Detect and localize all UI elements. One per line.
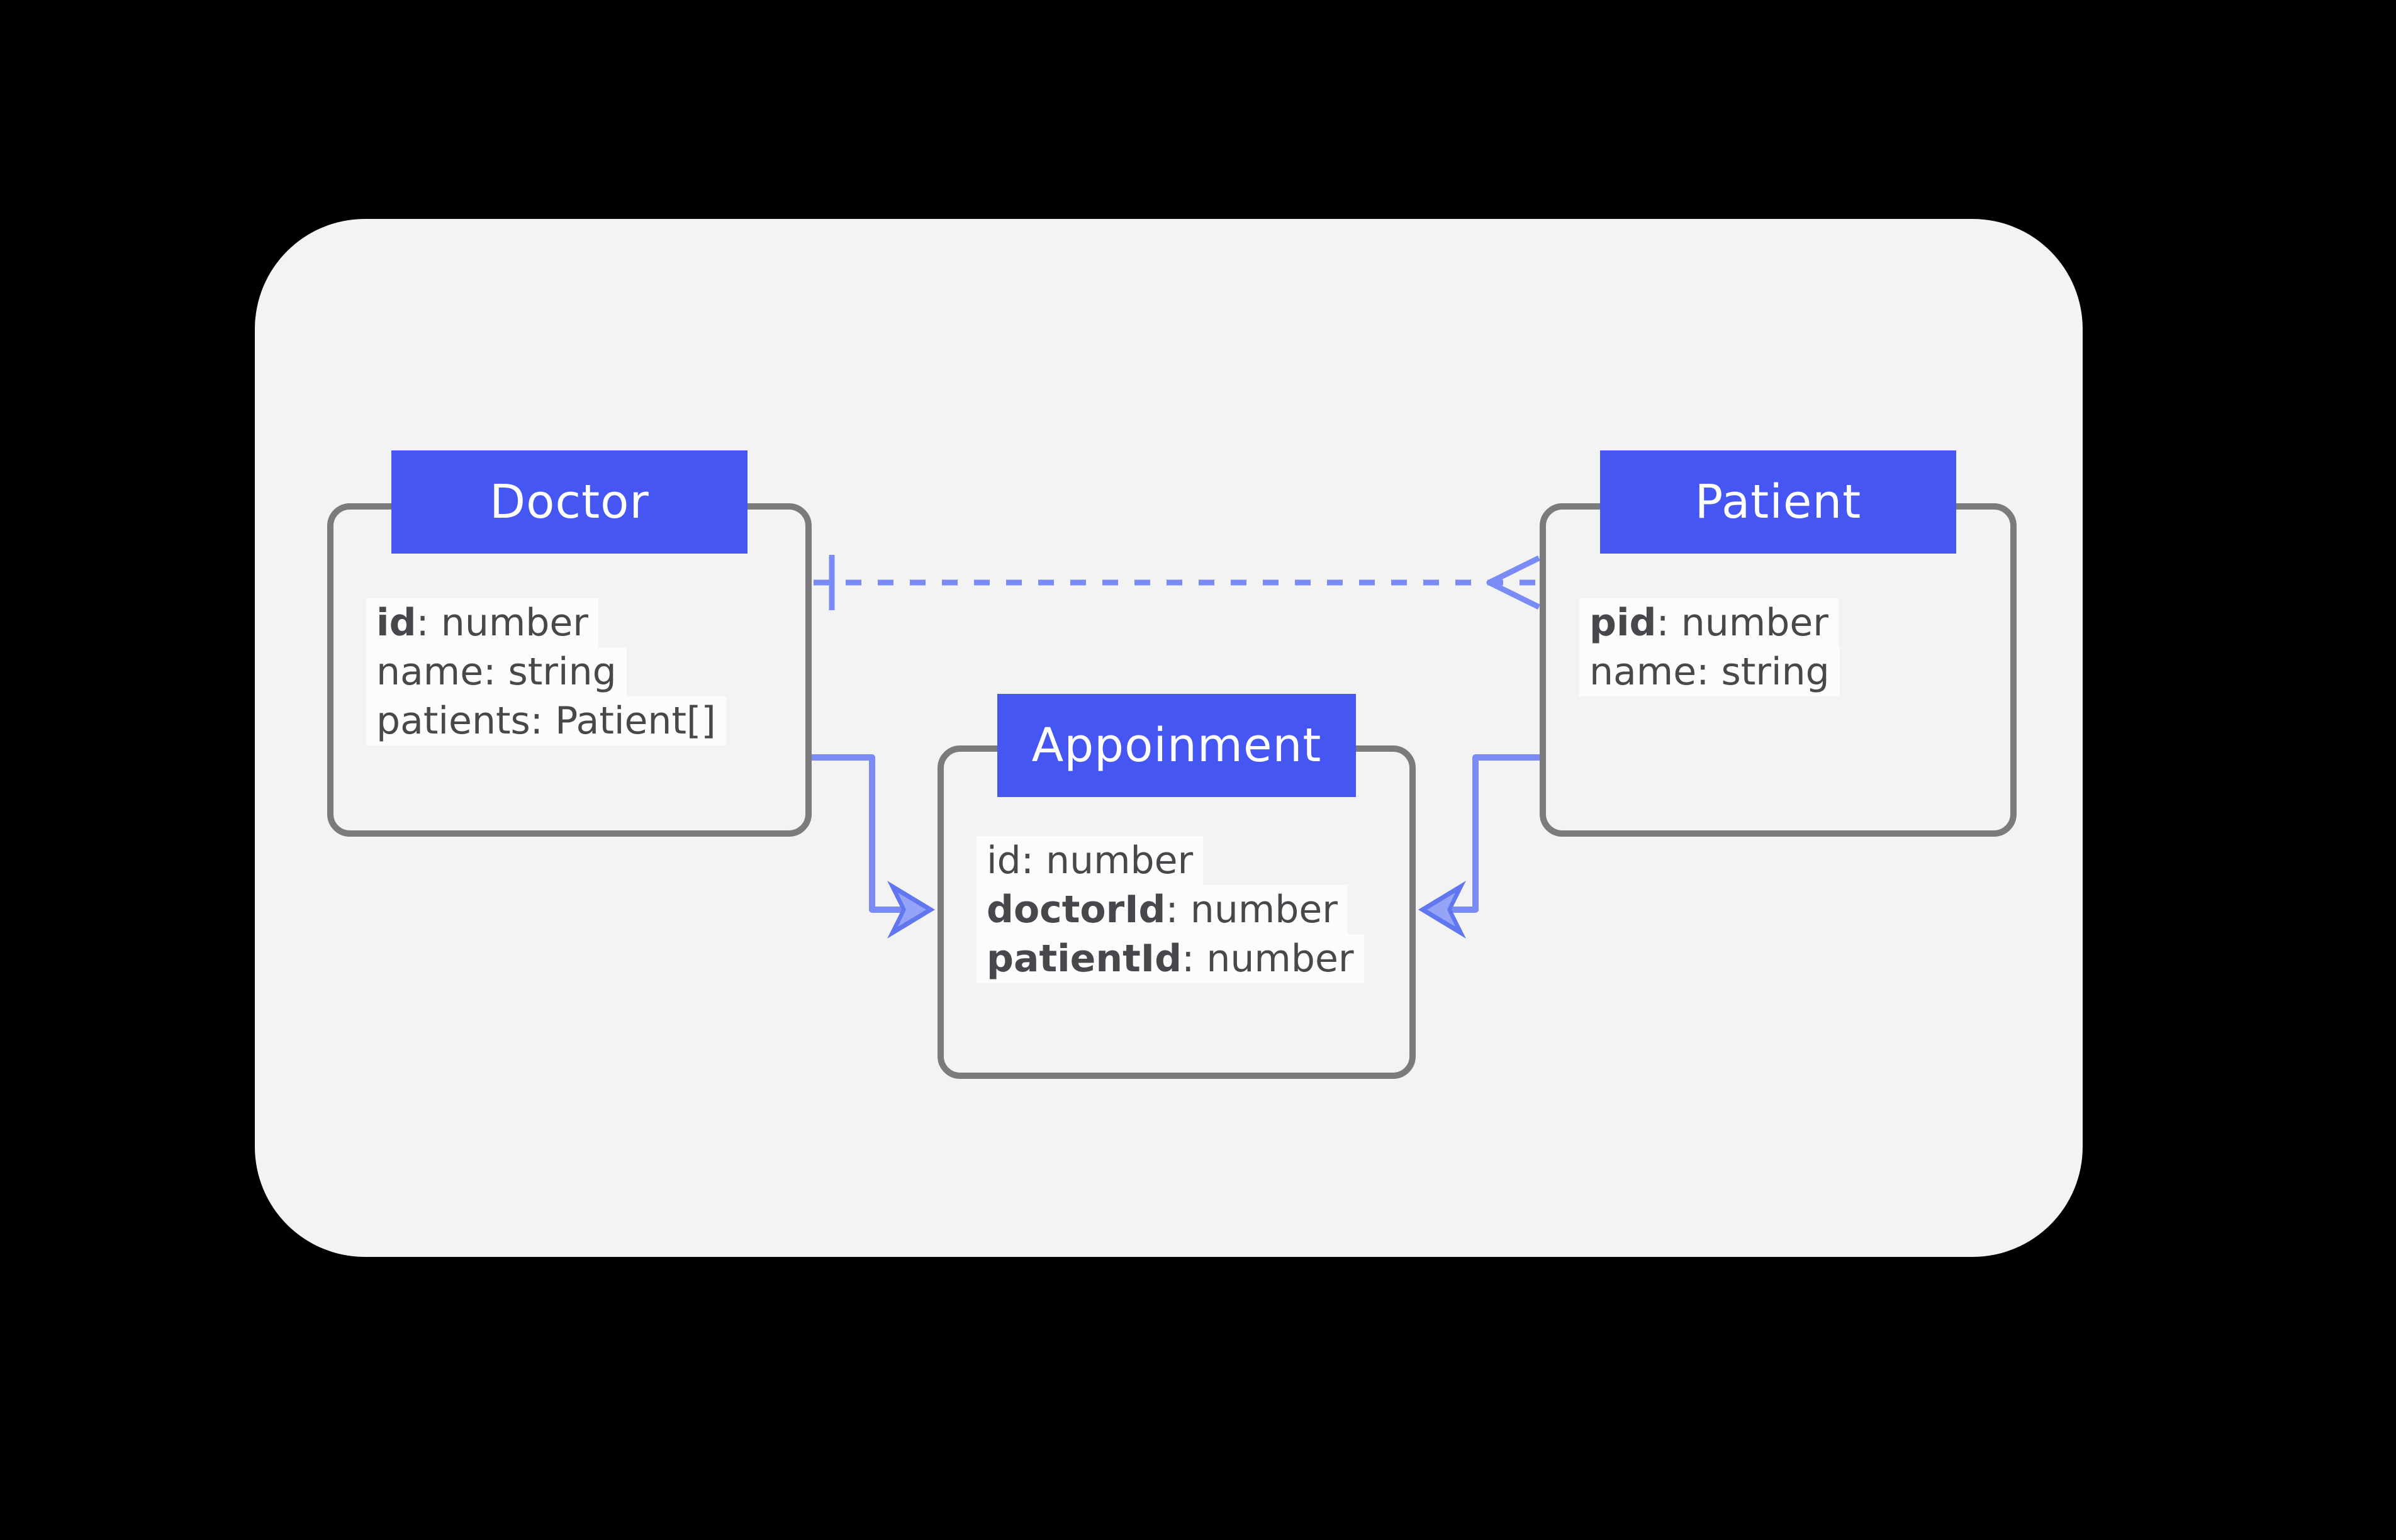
field-row: id: number <box>366 598 598 647</box>
field-row: pid: number <box>1579 598 1839 647</box>
field-row: id: number <box>977 836 1204 885</box>
field-row: patientId: number <box>977 934 1364 983</box>
field-row: name: string <box>1579 647 1840 696</box>
field-row: patients: Patient[] <box>366 696 726 745</box>
entity-appoinment-fields: id: number doctorId: number patientId: n… <box>977 836 1364 983</box>
entity-patient-title: Patient <box>1694 475 1862 529</box>
entity-doctor-header[interactable]: Doctor <box>391 450 747 554</box>
entity-appoinment-header[interactable]: Appoinment <box>997 694 1356 797</box>
entity-doctor-title: Doctor <box>490 475 649 529</box>
field-row: name: string <box>366 647 627 696</box>
entity-patient-fields: pid: number name: string <box>1579 598 1840 696</box>
field-row: doctorId: number <box>977 885 1348 934</box>
entity-appoinment-title: Appoinment <box>1031 718 1322 773</box>
entity-patient-header[interactable]: Patient <box>1600 450 1956 554</box>
entity-doctor-fields: id: number name: string patients: Patien… <box>366 598 726 745</box>
